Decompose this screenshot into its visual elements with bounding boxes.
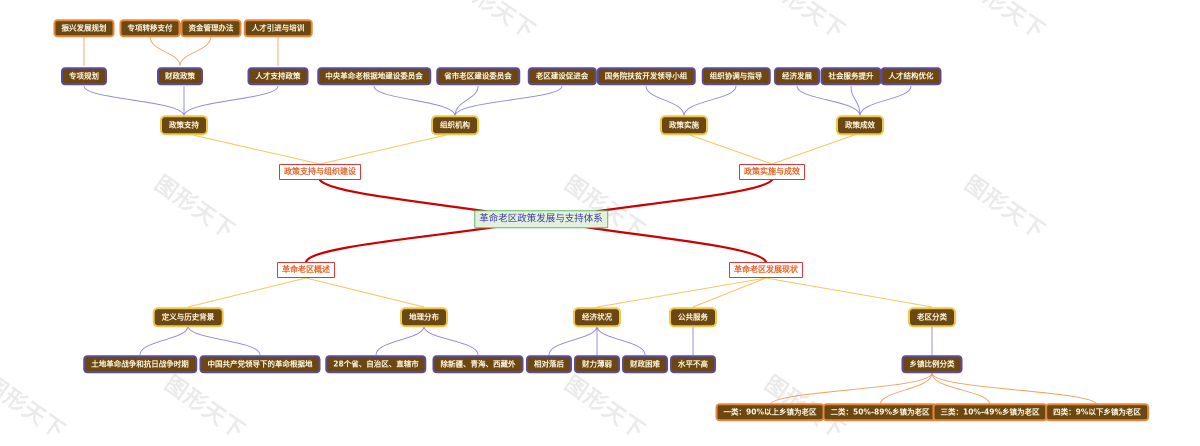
topic-war-period[interactable]: 土地革命战争和抗日战争时期 [83, 355, 197, 373]
topic-special-transfer-payment[interactable]: 专项转移支付 [119, 19, 181, 37]
topic-fiscal-difficulty[interactable]: 财政困难 [622, 355, 668, 373]
topic-policy-implementation[interactable]: 政策实施 [660, 115, 708, 135]
topic-talent-policy[interactable]: 人才支持政策 [247, 67, 309, 85]
topic-definition-history[interactable]: 定义与历史背景 [152, 307, 224, 327]
watermark: 图形天下 [959, 0, 1050, 45]
topic-except-regions[interactable]: 除新疆、青海、西藏外 [432, 355, 524, 373]
watermark: 图形天下 [559, 371, 650, 445]
topic-organization[interactable]: 组织机构 [431, 115, 479, 135]
topic-fund-management[interactable]: 资金管理办法 [180, 19, 242, 37]
topic-geography[interactable]: 地理分布 [400, 307, 448, 327]
topic-talent-recruitment[interactable]: 人才引进与培训 [243, 19, 313, 37]
branch-development-status[interactable]: 革命老区发展现状 [729, 262, 803, 278]
topic-relatively-backward[interactable]: 相对落后 [526, 355, 572, 373]
topic-central-committee[interactable]: 中央革命老根据地建设委员会 [317, 67, 431, 85]
watermark: 图形天下 [959, 171, 1050, 245]
topic-township-ratio[interactable]: 乡镇比例分类 [901, 355, 963, 373]
topic-low-level[interactable]: 水平不高 [670, 355, 716, 373]
topic-policy-effects[interactable]: 政策成效 [836, 115, 884, 135]
watermark: 图形天下 [559, 171, 650, 245]
topic-coordination-guidance[interactable]: 组织协调与指导 [701, 67, 771, 85]
branch-policy-implementation-effects[interactable]: 政策实施与成效 [739, 164, 805, 180]
topic-social-service[interactable]: 社会服务提升 [820, 67, 882, 85]
topic-28-provinces[interactable]: 28个省、自治区、直辖市 [325, 355, 427, 373]
root-topic[interactable]: 革命老区政策发展与支持体系 [474, 210, 608, 228]
topic-revolutionary-base[interactable]: 中国共产党领导下的革命根据地 [199, 355, 321, 373]
topic-class-3[interactable]: 三类：10%-49%乡镇为老区 [932, 403, 1048, 421]
branch-overview[interactable]: 革命老区概述 [277, 262, 335, 278]
topic-special-plan[interactable]: 专项规划 [61, 67, 107, 85]
topic-fiscal-policy[interactable]: 财政政策 [157, 67, 203, 85]
topic-state-council-group[interactable]: 国务院扶贫开发领导小组 [596, 67, 696, 85]
topic-talent-structure[interactable]: 人才结构优化 [880, 67, 942, 85]
topic-class-1[interactable]: 一类：90%以上乡镇为老区 [715, 403, 825, 421]
watermark: 图形天下 [0, 371, 70, 445]
topic-promotion-association[interactable]: 老区建设促进会 [527, 67, 597, 85]
topic-revitalization-plan[interactable]: 振兴发展规划 [53, 19, 115, 37]
topic-weak-finance[interactable]: 财力薄弱 [574, 355, 620, 373]
topic-class-4[interactable]: 四类：9%以下乡镇为老区 [1045, 403, 1149, 421]
watermark: 图形天下 [159, 371, 250, 445]
topic-public-service[interactable]: 公共服务 [669, 307, 717, 327]
topic-classification[interactable]: 老区分类 [908, 307, 956, 327]
watermark: 图形天下 [149, 171, 240, 245]
topic-provincial-committee[interactable]: 省市老区建设委员会 [436, 67, 520, 85]
topic-policy-support[interactable]: 政策支持 [160, 115, 208, 135]
topic-economic-development[interactable]: 经济发展 [774, 67, 820, 85]
topic-class-2[interactable]: 二类：50%-89%乡镇为老区 [822, 403, 938, 421]
topic-economic-status[interactable]: 经济状况 [573, 307, 621, 327]
branch-policy-support-organization[interactable]: 政策支持与组织建设 [279, 164, 361, 180]
watermark: 图形天下 [759, 0, 850, 45]
watermark: 图形天下 [449, 0, 540, 45]
